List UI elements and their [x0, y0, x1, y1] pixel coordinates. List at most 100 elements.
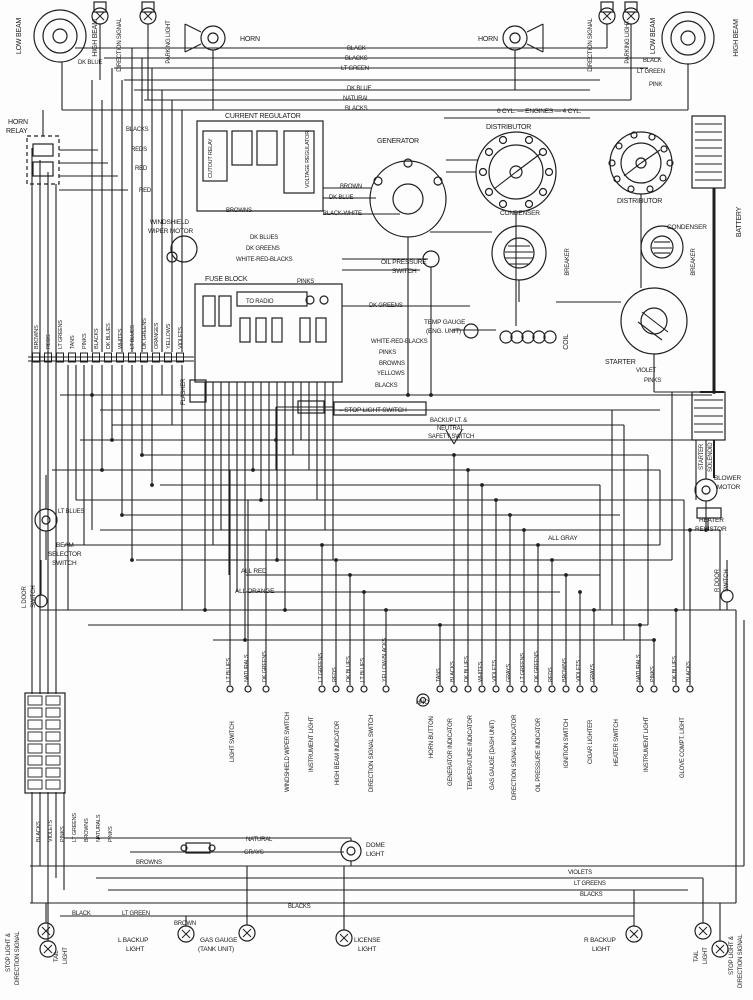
wire-color-label: LT GREEN — [637, 69, 665, 75]
component-box — [315, 317, 327, 343]
bulb-icon — [622, 7, 640, 25]
wire-color-label: BLACKS — [686, 661, 692, 682]
wire-color-label: TANS — [436, 668, 442, 682]
component-circle — [538, 187, 548, 197]
dome-light — [340, 840, 362, 862]
wire-color-label: DK GREENS — [534, 651, 540, 682]
junction-cell — [45, 731, 61, 742]
wire-color-label: BLACK-WHITE — [323, 211, 362, 217]
junction-cell — [45, 755, 61, 766]
wire-color-label: VIOLETS — [178, 327, 184, 349]
junction-dot — [522, 528, 526, 532]
wire-color-label: DK BLUE — [329, 195, 353, 201]
inline-fuse — [185, 842, 211, 854]
wire-color-label: PINK — [649, 82, 662, 88]
component-circle — [646, 185, 654, 193]
junction-dot — [536, 543, 540, 547]
label-direction-signal-right: DIRECTION SIGNAL — [588, 17, 594, 71]
bulb-filament — [626, 11, 636, 21]
label-dome-light: DOME — [366, 842, 386, 849]
wire-color-label: BLACK — [347, 46, 366, 52]
wire-color-label: DK GREENS — [142, 318, 148, 349]
terminal — [562, 685, 570, 693]
wire-color-label: DK BLUES — [672, 656, 678, 682]
terminal — [478, 685, 486, 693]
component-box — [236, 291, 308, 307]
wire-color-label: GAS GAUGE (DASH UNIT) — [490, 720, 496, 790]
bus-terminal — [92, 352, 100, 363]
component-circle — [659, 174, 667, 182]
horn-relay — [26, 135, 60, 185]
component-circle — [701, 485, 711, 495]
bulb-socket — [600, 1, 614, 13]
component-box — [32, 143, 54, 157]
label-breaker-6cyl: BREAKER — [565, 247, 571, 275]
wire-color-label: WHITE-RED-BLACKS — [236, 257, 293, 263]
wire-diagonal — [623, 162, 642, 177]
stop-light-switch-label-box — [333, 401, 427, 416]
component-circle — [305, 295, 315, 305]
terminal — [360, 685, 368, 693]
component-circle — [509, 32, 521, 44]
label-high-beam-right: HIGH BEAM — [733, 19, 740, 57]
label-horn-relay: HORN — [8, 119, 28, 126]
wire-color-label: DK GREENS — [262, 651, 268, 682]
terminal — [226, 685, 234, 693]
wire-color-label: BLACK — [72, 911, 91, 917]
wire-color-label: REDS — [131, 147, 147, 153]
component-circle — [488, 144, 544, 200]
label-backup-safety-switch: BACKUP LT. & — [430, 418, 467, 424]
wire-color-label: REDS — [548, 667, 554, 682]
component-box — [256, 130, 278, 166]
wire-color-label: VIOLETS — [492, 660, 498, 682]
component-circle — [524, 199, 534, 209]
wire-color-label: DK GREENS — [369, 303, 403, 309]
wire-color-label: SWITCH — [724, 570, 730, 592]
wire-color-label: TO RADIO — [246, 299, 274, 305]
headlight-left — [33, 9, 87, 63]
wire-color-label: LIGHT — [358, 946, 376, 953]
wire-color-label: NATURALS — [96, 814, 102, 842]
component-circle — [52, 28, 68, 44]
wire-diagonal — [515, 153, 541, 173]
label-coil: COIL — [563, 334, 570, 350]
component-circle — [180, 844, 188, 852]
terminal — [650, 685, 658, 693]
wire-color-label: HNO — [416, 700, 429, 706]
component-circle — [543, 330, 557, 344]
component-circle — [419, 696, 427, 704]
beam-selector-switch — [34, 508, 58, 532]
wire-color-label: LT GREEN — [122, 911, 150, 917]
wire-color-label: REDS — [46, 334, 52, 349]
junction-dot — [592, 608, 596, 612]
component-circle — [615, 142, 623, 150]
junction-dot — [100, 468, 104, 472]
wire-color-label: LT BLUES — [58, 509, 84, 515]
bus-terminal — [116, 352, 124, 363]
component-circle — [433, 176, 443, 186]
bulb-icon — [598, 7, 616, 25]
bus-terminal — [56, 352, 64, 363]
junction-dot — [494, 498, 498, 502]
label-current-regulator: CURRENT REGULATOR — [225, 113, 301, 120]
flasher — [189, 379, 207, 403]
junction-cell — [27, 731, 43, 742]
wire-diagonal — [640, 149, 661, 164]
wire-color-label: BROWNS — [34, 325, 40, 349]
component-circle — [484, 147, 494, 157]
label-r-door-switch: R DOOR — [715, 568, 721, 592]
bulb-socket — [624, 1, 638, 13]
bulb-icon — [177, 925, 195, 943]
bulb-filament — [629, 929, 639, 939]
label-starter: STARTER — [605, 359, 636, 366]
terminal — [520, 685, 528, 693]
label-stop-light-switch: ←STOP LIGHT SWITCH — [338, 407, 407, 414]
component-circle — [608, 159, 616, 167]
wire-color-label: PINKS — [108, 826, 114, 842]
wire-color-label: LT GREENS — [318, 653, 324, 682]
wire-color-label: YELLOW-BLACKS — [382, 638, 388, 682]
wire-diagonal — [493, 171, 517, 190]
wire-color-label: OIL PRESSURE INDICATOR — [536, 717, 542, 792]
wire-color-label: LIGHT — [703, 947, 709, 964]
